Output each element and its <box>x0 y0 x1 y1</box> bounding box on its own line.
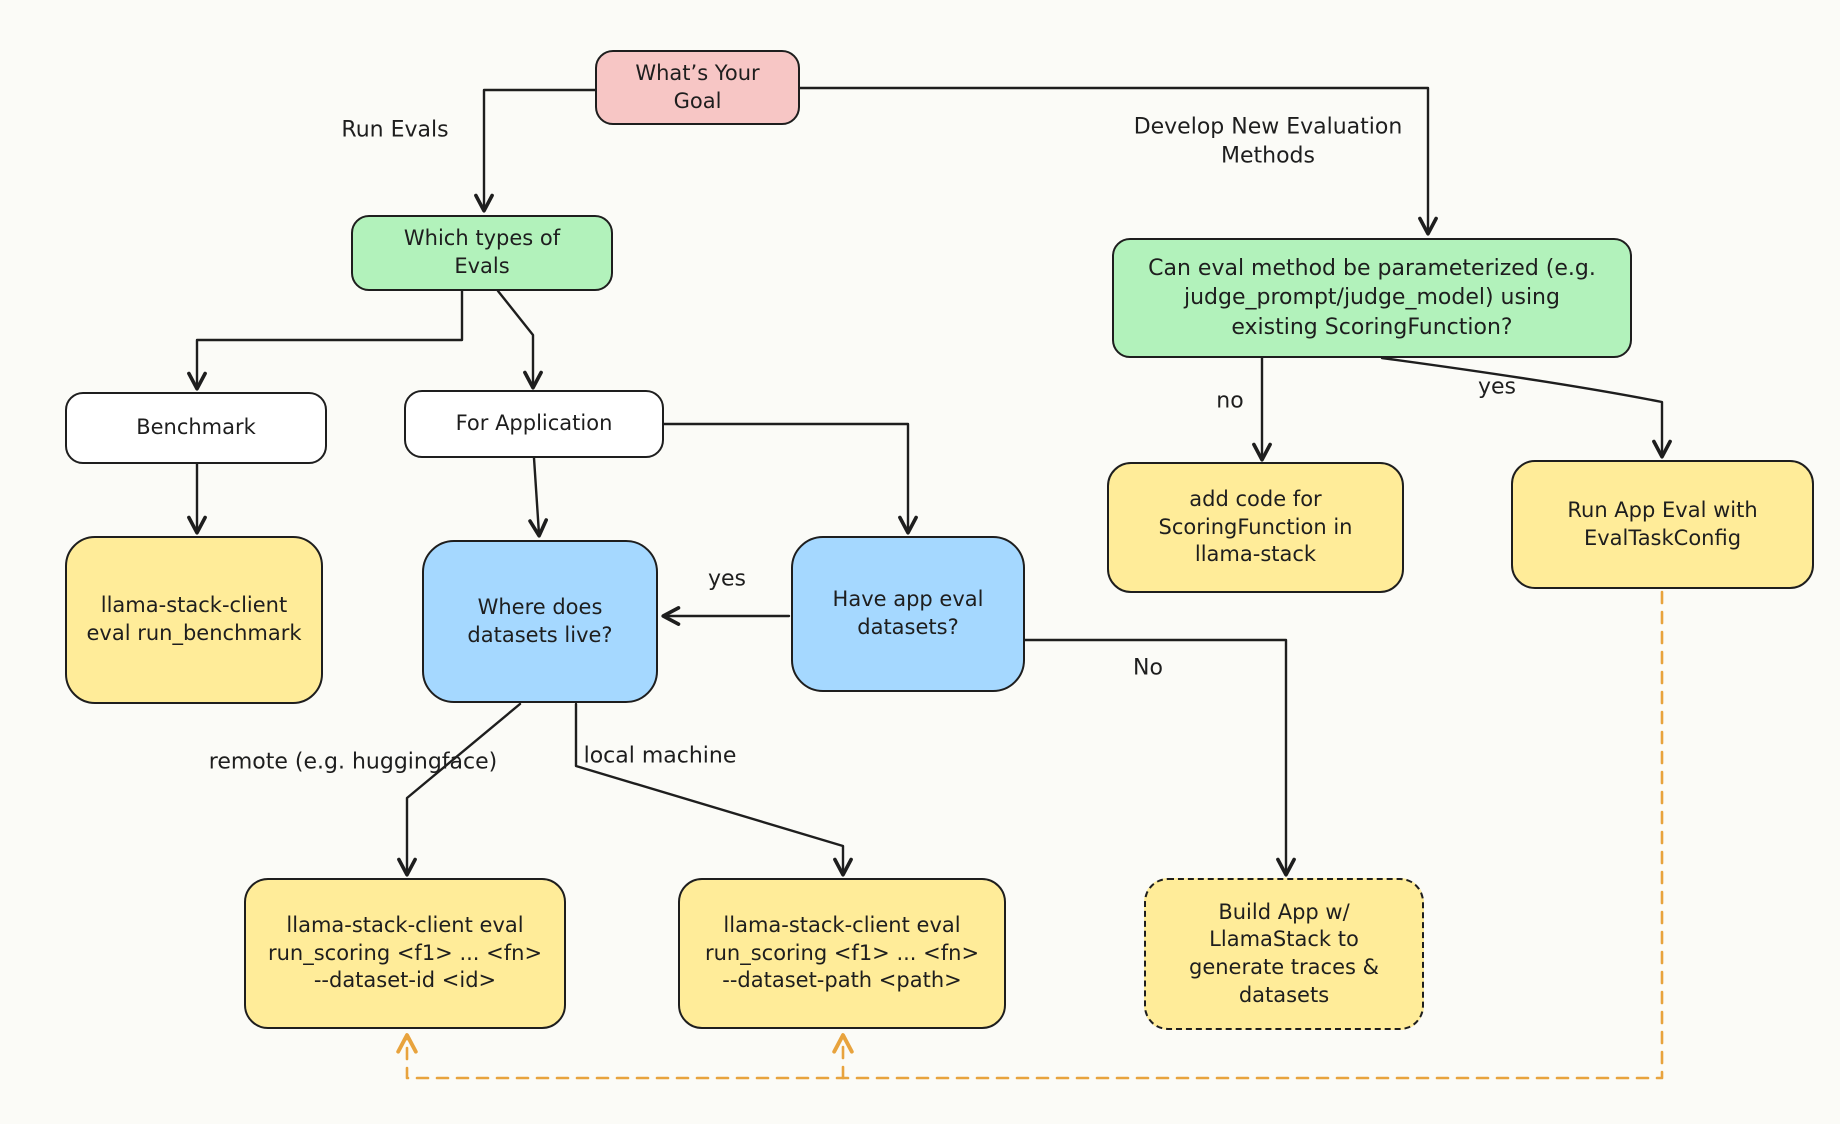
edge-where-datasets-to-run-scoring-id-remote <box>397 702 522 877</box>
node-build-app-with-llamastack: Build App w/ LlamaStack to generate trac… <box>1144 878 1424 1030</box>
edge-label-develop-new-evaluation-methods: Develop New Evaluation Methods <box>1133 114 1403 168</box>
node-can-eval-be-parameterized: Can eval method be parameterized (e.g. j… <box>1112 238 1632 358</box>
edge-for-application-to-have-datasets <box>662 422 918 535</box>
edge-param-question-to-run-app-eval-yes <box>1380 356 1672 459</box>
edge-label-yes-have-datasets: yes <box>707 566 747 592</box>
edge-label-no-param: no <box>1216 388 1244 414</box>
edge-which-types-to-for-application <box>496 289 543 390</box>
node-have-app-eval-datasets: Have app eval datasets? <box>791 536 1025 692</box>
node-whats-your-goal: What’s Your Goal <box>595 50 800 125</box>
edge-label-no-have-datasets: No <box>1133 655 1163 681</box>
edge-label-run-evals: Run Evals <box>341 117 449 143</box>
edge-which-types-to-benchmark <box>187 289 464 391</box>
edge-where-datasets-to-run-scoring-path-local <box>574 702 853 877</box>
edge-label-local-machine: local machine <box>583 743 737 769</box>
node-benchmark: Benchmark <box>65 392 327 464</box>
node-where-does-datasets-live: Where does datasets live? <box>422 540 658 703</box>
edge-for-application-to-where-datasets <box>528 456 548 538</box>
node-for-application: For Application <box>404 390 664 458</box>
node-run-scoring-dataset-id: llama-stack-client eval run_scoring <f1>… <box>244 878 566 1029</box>
edge-label-yes-param: yes <box>1477 374 1517 400</box>
edge-label-remote-huggingface: remote (e.g. huggingface) <box>208 749 498 775</box>
node-which-types-of-evals: Which types of Evals <box>351 215 613 291</box>
node-add-code-for-scoringfunction: add code for ScoringFunction in llama-st… <box>1107 462 1404 593</box>
edge-goal-to-which-types <box>474 88 597 213</box>
node-run-app-eval-with-evaltaskconfig: Run App Eval with EvalTaskConfig <box>1511 460 1814 589</box>
node-run-scoring-dataset-path: llama-stack-client eval run_scoring <f1>… <box>678 878 1006 1029</box>
node-run-benchmark-command: llama-stack-client eval run_benchmark <box>65 536 323 704</box>
